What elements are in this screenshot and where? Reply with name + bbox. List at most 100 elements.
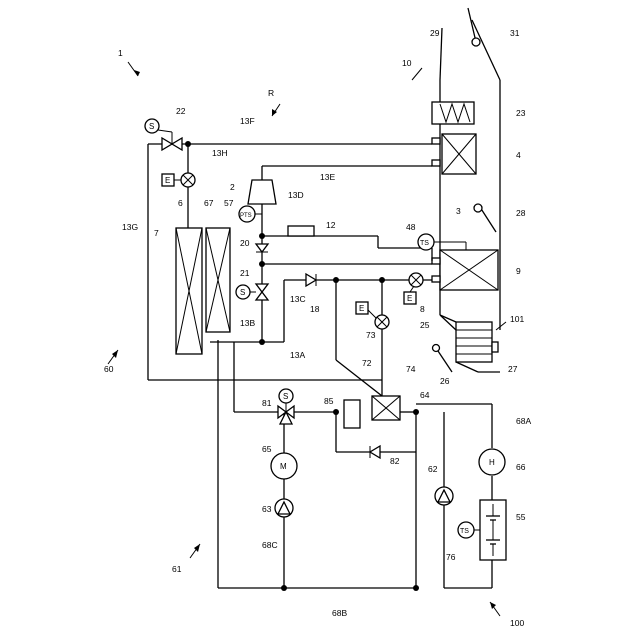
label-26: 26 <box>440 376 450 386</box>
expansion-valve-6 <box>181 173 195 187</box>
pts-symbol: PTS <box>240 213 252 219</box>
label-8: 8 <box>420 304 425 314</box>
label-67: 67 <box>204 198 214 208</box>
label-9: 9 <box>516 266 521 276</box>
ts-symbol: TS <box>460 528 469 535</box>
motor-symbol: M <box>280 462 287 471</box>
label-85: 85 <box>324 396 334 406</box>
label-13D: 13D <box>288 190 304 200</box>
heater-symbol: H <box>489 458 495 467</box>
sensor-22: S <box>145 119 172 133</box>
temp-sensor-48: TS <box>418 234 466 250</box>
label-2: 2 <box>230 182 235 192</box>
label-74: 74 <box>406 364 416 374</box>
inlet-damper <box>468 8 480 46</box>
label-72: 72 <box>362 358 372 368</box>
sensor-s-symbol: S <box>283 392 288 401</box>
outlet-damper <box>433 345 453 373</box>
label-81: 81 <box>262 398 272 408</box>
air-mix-damper <box>474 204 496 232</box>
label-100: 100 <box>510 618 524 628</box>
label-62: 62 <box>428 464 438 474</box>
label-22: 22 <box>176 106 186 116</box>
label-68C: 68C <box>262 540 278 550</box>
actuator-e-symbol: E <box>407 294 412 303</box>
chiller-64 <box>372 396 400 420</box>
accumulator <box>288 226 314 236</box>
compressor <box>248 180 276 204</box>
label-4: 4 <box>516 150 521 160</box>
actuator-6: E <box>162 174 181 186</box>
actuator-e-symbol: E <box>165 176 170 185</box>
label-101: 101 <box>510 314 524 324</box>
label-29: 29 <box>430 28 440 38</box>
label-12: 12 <box>326 220 336 230</box>
label-61: 61 <box>172 564 182 574</box>
duct-heater <box>432 102 474 124</box>
label-1: 1 <box>118 48 123 58</box>
label-13A: 13A <box>290 350 305 360</box>
label-20: 20 <box>240 238 250 248</box>
label-3: 3 <box>456 206 461 216</box>
sensor-21: S <box>236 285 256 299</box>
sensor-s-symbol: S <box>240 288 245 297</box>
expansion-valve-8 <box>409 273 423 287</box>
indoor-heat-exchanger-4 <box>432 134 476 174</box>
label-23: 23 <box>516 108 526 118</box>
check-valve-18 <box>306 274 316 286</box>
label-31: 31 <box>510 28 520 38</box>
label-21: 21 <box>240 268 250 278</box>
label-28: 28 <box>516 208 526 218</box>
label-R: R <box>268 88 274 98</box>
label-13G: 13G <box>122 222 138 232</box>
label-18: 18 <box>310 304 320 314</box>
label-13H: 13H <box>212 148 228 158</box>
label-6: 6 <box>178 198 183 208</box>
label-10: 10 <box>402 58 412 68</box>
ts-symbol: TS <box>420 240 429 247</box>
label-76: 76 <box>446 552 456 562</box>
label-55: 55 <box>516 512 526 522</box>
sensor-s-symbol: S <box>149 122 154 131</box>
label-82: 82 <box>390 456 400 466</box>
label-27: 27 <box>508 364 518 374</box>
label-25: 25 <box>420 320 430 330</box>
actuator-73: E <box>356 302 376 318</box>
actuator-8: E <box>404 286 416 304</box>
radiator-9 <box>432 250 498 290</box>
label-68B: 68B <box>332 608 347 618</box>
heat-exchanger-7 <box>176 228 202 354</box>
label-68A: 68A <box>516 416 531 426</box>
sensor-81: S <box>279 389 293 403</box>
flow-component-85 <box>344 400 360 428</box>
solenoid-valve-21 <box>256 284 268 300</box>
junction-dots <box>185 141 419 591</box>
label-7: 7 <box>154 228 159 238</box>
label-64: 64 <box>420 390 430 400</box>
check-valve-82 <box>370 446 380 458</box>
three-way-valve-81 <box>278 402 294 424</box>
label-66: 66 <box>516 462 526 472</box>
solenoid-valve-22 <box>162 132 182 150</box>
label-13C: 13C <box>290 294 306 304</box>
expansion-valve-73 <box>375 315 389 329</box>
solenoid-valve-20 <box>256 244 268 252</box>
label-57: 57 <box>224 198 234 208</box>
heat-exchanger-67 <box>206 228 230 332</box>
temp-sensor-76: TS <box>458 522 480 538</box>
pressure-temp-sensor-57: PTS <box>239 206 262 222</box>
label-13B: 13B <box>240 318 255 328</box>
label-73: 73 <box>366 330 376 340</box>
label-13E: 13E <box>320 172 335 182</box>
pump-62 <box>435 487 453 505</box>
label-48: 48 <box>406 222 416 232</box>
label-60: 60 <box>104 364 114 374</box>
battery-55 <box>480 500 506 560</box>
pump-63 <box>275 499 293 517</box>
coolant-lines <box>218 340 492 588</box>
label-65: 65 <box>262 444 272 454</box>
actuator-e-symbol: E <box>359 304 364 313</box>
label-63: 63 <box>262 504 272 514</box>
